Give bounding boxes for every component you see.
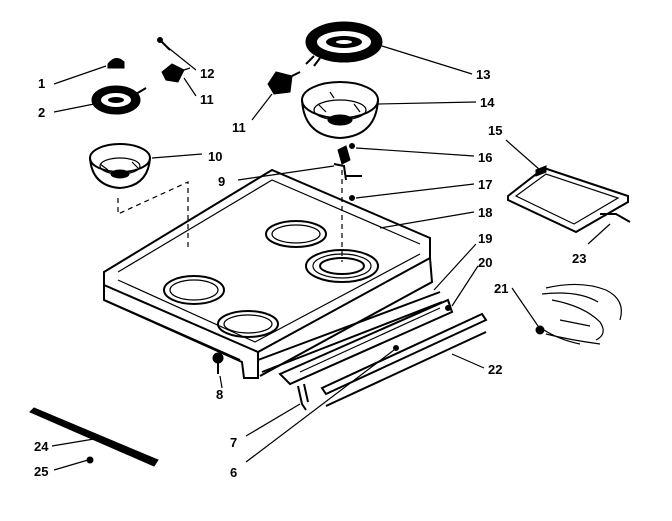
part-22-trim-rail (320, 312, 488, 407)
part-24-strip (29, 407, 159, 467)
callout-7: 7 (230, 435, 237, 450)
callout-16: 16 (478, 150, 492, 165)
callout-15: 15 (488, 123, 502, 138)
cooktop-frame (103, 168, 454, 386)
part-7-clip (297, 383, 309, 411)
part-1-cap (107, 58, 125, 69)
callout-12: 12 (200, 66, 214, 81)
callout-13: 13 (476, 67, 490, 82)
callout-22: 22 (488, 362, 502, 377)
callout-14: 14 (480, 95, 495, 110)
callout-1: 1 (38, 76, 45, 91)
callout-23: 23 (572, 251, 586, 266)
part-6-screw (393, 345, 399, 351)
callout-19: 19 (478, 231, 492, 246)
callout-21: 21 (494, 281, 508, 296)
part-20-screw (445, 305, 451, 311)
callout-11-right: 11 (232, 120, 246, 135)
callout-18: 18 (478, 205, 492, 220)
callout-labels: 1 2 6 7 8 9 10 11 11 12 13 14 15 16 17 1… (34, 66, 586, 480)
callout-24: 24 (34, 439, 49, 454)
leader-lines (51, 45, 611, 471)
part-11-receptacle-left (161, 63, 191, 83)
callout-11-left: 11 (200, 92, 214, 107)
callout-10: 10 (208, 149, 222, 164)
burner-openings (163, 220, 379, 338)
callout-8: 8 (216, 387, 223, 402)
part-14-large-drip-bowl (301, 81, 379, 140)
callout-25: 25 (34, 464, 48, 479)
part-15-tray (507, 165, 631, 234)
part-21-wire-harness (535, 283, 622, 345)
callout-6: 6 (230, 465, 237, 480)
alignment-dashes (117, 181, 189, 250)
part-13-large-element (305, 21, 383, 67)
callout-2: 2 (38, 105, 45, 120)
part-16-terminal (337, 143, 355, 165)
part-9-bracket (333, 163, 362, 181)
part-17-screw (349, 195, 355, 201)
callout-9: 9 (218, 174, 225, 189)
callout-17: 17 (478, 177, 492, 192)
part-2-small-element (91, 85, 147, 115)
part-11-receptacle-right (267, 71, 301, 95)
part-10-small-drip-bowl (89, 143, 151, 190)
callout-20: 20 (478, 255, 492, 270)
part-8-leg (212, 352, 224, 374)
